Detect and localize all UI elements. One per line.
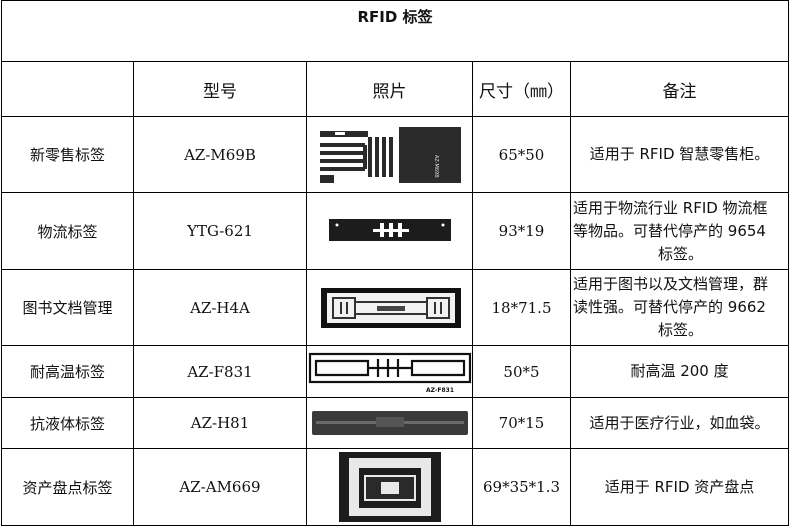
header-photo: 照片 (306, 61, 473, 117)
row-name: 物流标签 (1, 192, 134, 270)
row-photo (306, 192, 473, 270)
table-row: 新零售标签 AZ-M69B AZ-M69B 65*50 适用于 RFID 智慧零… (1, 116, 790, 193)
table-row: 资产盘点标签 AZ-AM669 69*35*1.3 适用于 RFID 资产盘点 (1, 448, 790, 526)
row-photo (306, 269, 473, 346)
photo-label: AZ-F831 (426, 387, 454, 394)
row-note: 适用于图书以及文档管理，群 读性强。可替代停产的 9662 标签。 (569, 269, 790, 346)
note-line: 适用于 RFID 资产盘点 (604, 477, 755, 496)
rfid-logistics-tag-image (328, 219, 451, 241)
rfid-asset-tag-image (338, 452, 441, 522)
row-note: 适用于物流行业 RFID 物流框 等物品。可替代停产的 9654 标签。 (569, 192, 790, 270)
note-line: 等物品。可替代停产的 9654 (573, 221, 766, 240)
row-photo (306, 397, 473, 449)
row-note: 适用于 RFID 智慧零售柜。 (569, 116, 790, 193)
row-model: AZ-H81 (133, 397, 307, 449)
row-note: 适用于医疗行业，如血袋。 (569, 397, 790, 449)
row-size: 70*15 (472, 397, 571, 449)
row-note: 适用于 RFID 资产盘点 (569, 448, 790, 526)
row-photo: AZ-F831 (306, 345, 473, 398)
row-name: 抗液体标签 (1, 397, 134, 449)
note-line: 耐高温 200 度 (630, 362, 729, 380)
row-size: 93*19 (472, 192, 571, 270)
header-note: 备注 (569, 61, 790, 117)
note-line: 读性强。可替代停产的 9662 (573, 298, 766, 316)
note-line: 适用于图书以及文档管理，群 (573, 275, 769, 293)
row-size: 69*35*1.3 (472, 448, 571, 526)
table-row: 图书文档管理 AZ-H4A 18*71.5 适用于图书以及文档管理，群 读性强。… (1, 269, 790, 346)
photo-label: AZ-M69B (433, 155, 439, 178)
table-row: 物流标签 YTG-621 93*19 适用于物流行业 RFID 物流框 等物品。… (1, 192, 790, 270)
row-model: AZ-M69B (133, 116, 307, 193)
row-model: AZ-H4A (133, 269, 307, 346)
header-name (1, 61, 134, 117)
note-line: 适用于物流行业 RFID 物流框 (573, 198, 768, 217)
note-line: 标签。 (658, 321, 704, 339)
table-row: 耐高温标签 AZ-F831 AZ-F831 50*5 耐高温 200 度 (1, 345, 790, 398)
header-row: 型号 照片 尺寸（㎜） 备注 (1, 61, 790, 117)
row-photo: AZ-M69B (306, 116, 473, 193)
note-line: 适用于医疗行业，如血袋。 (589, 413, 770, 432)
table-row: 抗液体标签 AZ-H81 70*15 适用于医疗行业，如血袋。 (1, 397, 790, 449)
row-note: 耐高温 200 度 (569, 345, 790, 398)
row-name: 资产盘点标签 (1, 448, 134, 526)
row-model: YTG-621 (133, 192, 307, 270)
note-line: 适用于 RFID 智慧零售柜。 (589, 145, 770, 163)
rfid-high-temp-tag-image: AZ-F831 (308, 352, 471, 394)
row-name: 新零售标签 (1, 116, 134, 193)
note-line: 标签。 (658, 244, 704, 263)
rfid-liquid-resistant-tag-image (311, 411, 468, 435)
table-title: RFID 标签 (0, 0, 790, 62)
row-photo (306, 448, 473, 526)
row-size: 50*5 (472, 345, 571, 398)
row-name: 耐高温标签 (1, 345, 134, 398)
rfid-library-tag-image (320, 287, 461, 328)
header-model: 型号 (133, 61, 307, 117)
row-model: AZ-F831 (133, 345, 307, 398)
header-size: 尺寸（㎜） (472, 61, 571, 117)
rfid-retail-tag-image: AZ-M69B (319, 126, 461, 183)
row-model: AZ-AM669 (133, 448, 307, 526)
row-name: 图书文档管理 (1, 269, 134, 346)
row-size: 18*71.5 (472, 269, 571, 346)
row-size: 65*50 (472, 116, 571, 193)
